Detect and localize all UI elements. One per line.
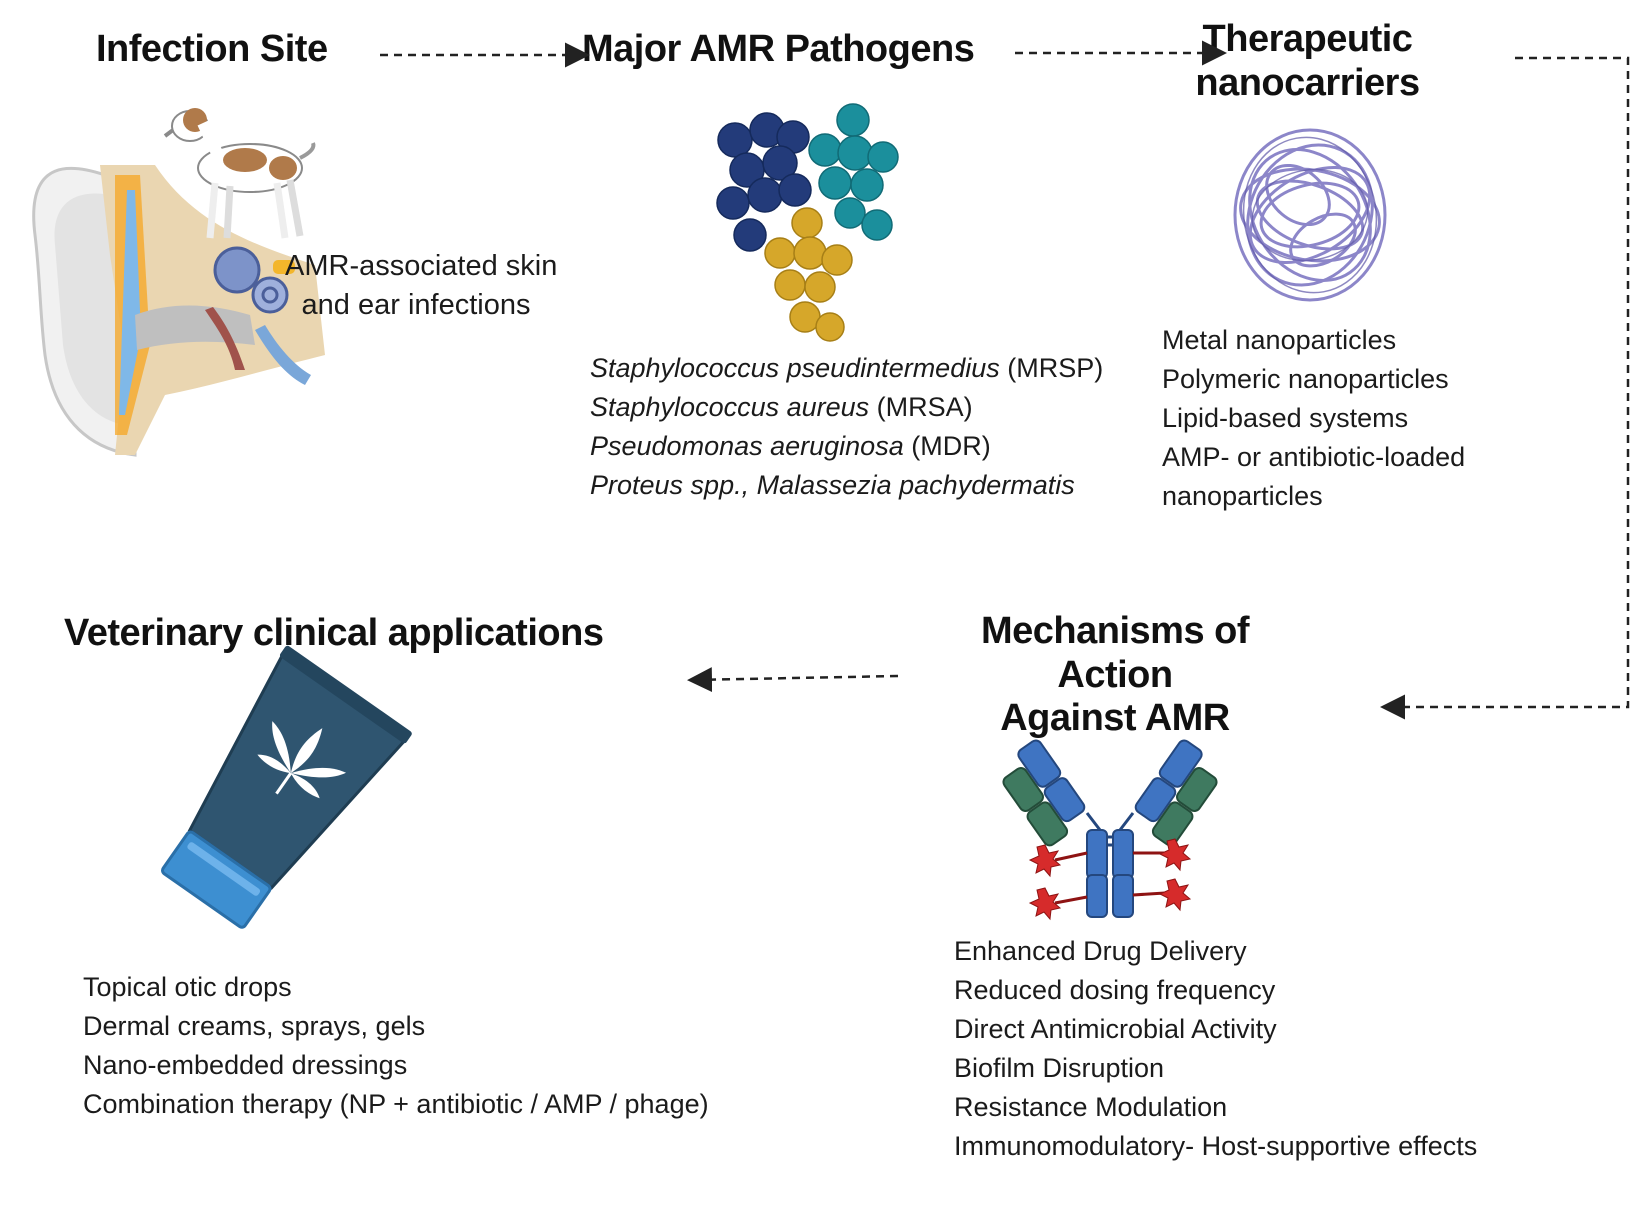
nanocarrier-item: nanoparticles	[1162, 481, 1323, 511]
pathogen-list: Staphylococcus pseudintermedius (MRSP) S…	[590, 349, 1103, 505]
arrow-nanocarriers-to-mechanisms	[1380, 56, 1630, 720]
application-item: Topical otic drops	[83, 972, 292, 1002]
bacteria-cluster-icon	[716, 103, 899, 342]
mechanisms-title-line: Mechanisms of Action	[980, 610, 1250, 696]
application-list: Topical otic drops Dermal creams, sprays…	[83, 968, 709, 1124]
application-item: Combination therapy (NP + antibiotic / A…	[83, 1089, 709, 1119]
arrow-mechanisms-to-applications	[687, 667, 899, 693]
infection-site-title: Infection Site	[96, 28, 328, 70]
mechanism-list: Enhanced Drug Delivery Reduced dosing fr…	[954, 932, 1478, 1166]
application-item: Dermal creams, sprays, gels	[83, 1011, 426, 1041]
nanocarrier-icon	[1233, 128, 1387, 302]
mechanism-item: Biofilm Disruption	[954, 1053, 1165, 1083]
application-item: Nano-embedded dressings	[83, 1050, 408, 1080]
nanocarrier-item: AMP- or antibiotic-loaded	[1162, 442, 1466, 472]
pathogen-species: Staphylococcus aureus	[590, 392, 870, 422]
mechanism-item: Reduced dosing frequency	[954, 975, 1276, 1005]
mechanisms-title-line: Against AMR	[1000, 697, 1230, 740]
infection-caption-line: AMR-associated skin	[285, 250, 558, 282]
nanocarriers-title-line: nanocarriers	[1195, 61, 1420, 104]
mechanisms-title: Mechanisms of Action Against AMR	[925, 610, 1305, 741]
pathogen-item: Staphylococcus aureus (MRSA)	[590, 388, 1070, 427]
dog-icon	[163, 108, 316, 239]
nanocarrier-item: Metal nanoparticles	[1162, 325, 1397, 355]
pathogen-species: Staphylococcus pseudintermedius	[590, 353, 1000, 383]
nanocarrier-item: Lipid-based systems	[1162, 403, 1409, 433]
pathogen-note: (MDR)	[903, 431, 991, 461]
infection-caption-line: and ear infections	[301, 289, 531, 321]
pathogen-item: Staphylococcus pseudintermedius (MRSP)	[590, 349, 1103, 388]
mechanism-item: Enhanced Drug Delivery	[954, 936, 1247, 966]
infection-site-caption: AMR-associated skin and ear infections	[285, 247, 558, 325]
applications-title: Veterinary clinical applications	[64, 612, 604, 654]
pathogen-note: (MRSP)	[999, 353, 1104, 383]
nanocarrier-list: Metal nanoparticles Polymeric nanopartic…	[1162, 321, 1466, 516]
mechanism-item: Resistance Modulation	[954, 1092, 1228, 1122]
pathogen-species: Proteus spp., Malassezia pachydermatis	[590, 470, 1075, 500]
mechanism-item: Immunomodulatory- Host-supportive effect…	[954, 1131, 1478, 1161]
pathogen-species: Pseudomonas aeruginosa	[590, 431, 904, 461]
pathogens-title: Major AMR Pathogens	[582, 28, 975, 70]
antibody-icon	[1002, 739, 1218, 921]
cream-tube-icon	[161, 645, 412, 929]
nanocarriers-title-line: Therapeutic	[1202, 18, 1413, 60]
mechanism-item: Direct Antimicrobial Activity	[954, 1014, 1277, 1044]
pathogen-note: (MRSA)	[869, 392, 973, 422]
nanocarrier-item: Polymeric nanoparticles	[1162, 364, 1449, 394]
pathogen-item: Pseudomonas aeruginosa (MDR)	[590, 427, 1070, 466]
ear-anatomy-icon	[32, 165, 325, 457]
nanocarriers-title: Therapeutic nanocarriers	[1185, 18, 1430, 105]
pathogen-item: Proteus spp., Malassezia pachydermatis	[590, 466, 1075, 505]
